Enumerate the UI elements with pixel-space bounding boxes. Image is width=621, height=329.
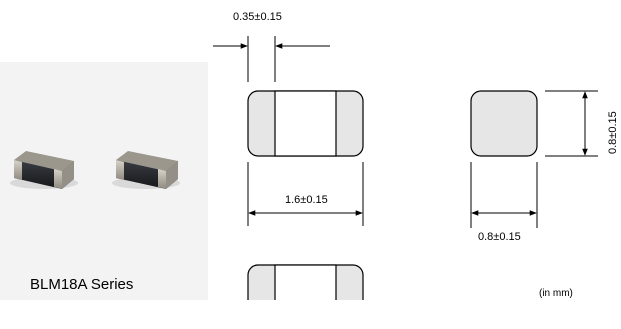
chip-photo-left	[10, 151, 78, 189]
width-label: 0.8±0.15	[478, 231, 521, 243]
electrode-width-label: 0.35±0.15	[233, 11, 282, 23]
height-label: 0.8±0.15	[607, 111, 619, 154]
bottom-view	[247, 264, 364, 300]
product-series-label: BLM18A Series	[30, 276, 133, 293]
length-dimension: 1.6±0.15	[247, 162, 364, 226]
top-view	[247, 90, 364, 157]
width-dimension: 0.8±0.15	[470, 162, 538, 243]
height-dimension: 0.8±0.15	[545, 90, 619, 157]
end-view	[470, 90, 538, 157]
units-note: (in mm)	[539, 288, 573, 299]
length-label: 1.6±0.15	[285, 194, 328, 206]
chip-photo-right	[112, 151, 180, 189]
electrode-width-dimension: 0.35±0.15	[213, 11, 330, 82]
